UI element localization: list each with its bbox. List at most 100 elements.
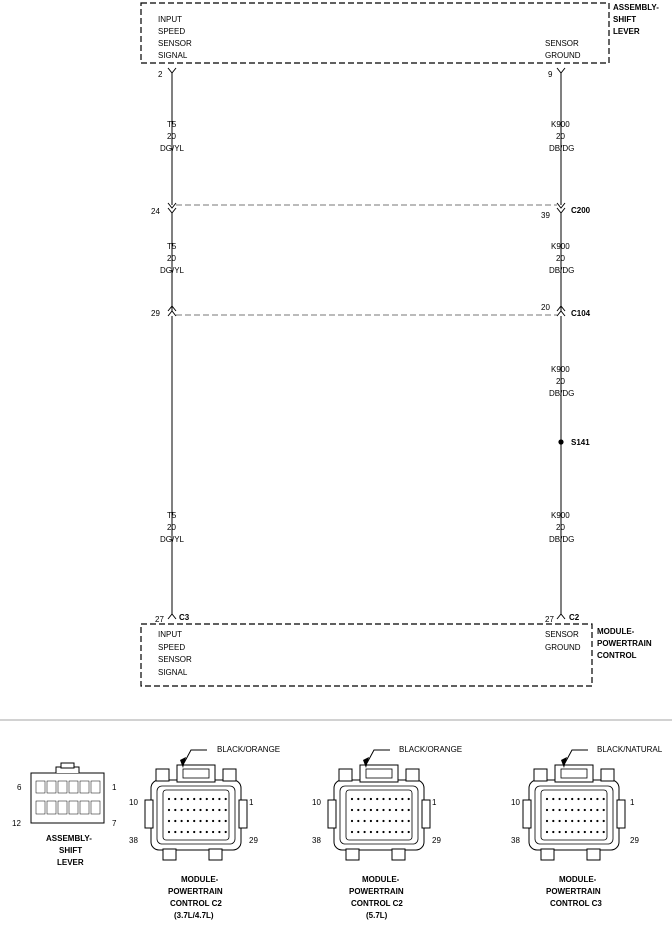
pin-cavity — [193, 797, 196, 801]
pin-cavity — [180, 819, 183, 823]
pin-cavity — [407, 808, 410, 812]
svg-text:K900: K900 — [551, 365, 570, 374]
svg-text:SENSOR: SENSOR — [545, 39, 579, 48]
svg-text:DB/DG: DB/DG — [549, 389, 574, 398]
svg-text:K900: K900 — [551, 120, 570, 129]
svg-text:GROUND: GROUND — [545, 51, 581, 60]
pin-cavity — [571, 830, 574, 834]
pin-cavity — [401, 819, 404, 823]
pin-cavity — [193, 819, 196, 823]
pin-cavity — [193, 830, 196, 834]
pin-cavity — [180, 797, 183, 801]
pin-cavity — [369, 808, 372, 812]
pcm-c2-57-caption: MODULE- POWERTRAIN CONTROL C2 (5.7L) — [349, 875, 404, 920]
pin-cavity — [395, 797, 398, 801]
pin-cavity — [583, 797, 586, 801]
pin-cavity — [218, 819, 221, 823]
pin-cavity — [571, 797, 574, 801]
pcm-c2-57-pin-38: 38 — [312, 836, 321, 845]
pin-cavity — [180, 808, 183, 812]
pin-cavity — [167, 797, 171, 801]
pin-cavity — [596, 797, 599, 801]
pcm-c3-connector-view: BLACK/NATURAL 10 1 38 29 MODULE- POWERTR… — [511, 745, 663, 908]
pcm-c2-37-pin-29: 29 — [249, 836, 258, 845]
shift-lever-pin-2: 2 — [158, 70, 163, 79]
pin-cavity — [186, 808, 189, 812]
pin-cavity — [590, 797, 593, 801]
pin-cavity — [212, 797, 215, 801]
pin-cavity — [577, 797, 580, 801]
pin-cavity — [199, 808, 202, 812]
pin-cavity — [571, 808, 574, 812]
shift-lever-view-pin-6: 6 — [17, 783, 22, 792]
pin-cavity — [388, 819, 391, 823]
c104-connector-name: C104 — [571, 309, 591, 318]
pin-cavity — [407, 830, 410, 834]
pin-cavity — [186, 819, 189, 823]
svg-text:SENSOR: SENSOR — [545, 630, 579, 639]
svg-text:(3.7L/4.7L): (3.7L/4.7L) — [174, 911, 214, 920]
pin-cavity — [583, 808, 586, 812]
pcm-c3-pointer-arrowhead — [561, 757, 567, 768]
pin-cavity — [174, 808, 177, 812]
pcm-c3-pin-cavities — [545, 797, 605, 834]
pcm-connector-c2: C2 — [569, 613, 580, 622]
pin-cavity — [382, 830, 385, 834]
pcm-left-terminal — [167, 613, 177, 620]
pin-cavity — [388, 808, 391, 812]
pin-cavity — [564, 830, 568, 834]
pin-cavity — [212, 819, 215, 823]
svg-text:CONTROL: CONTROL — [597, 651, 637, 660]
svg-text:CONTROL C3: CONTROL C3 — [550, 899, 602, 908]
pin-cavity — [193, 808, 196, 812]
pcm-ground-label: SENSOR GROUND — [545, 630, 581, 652]
pin-cavity — [369, 819, 372, 823]
pin-cavity — [577, 808, 580, 812]
pin-cavity — [596, 808, 599, 812]
pin-cavity — [180, 830, 183, 834]
pin-cavity — [186, 830, 189, 834]
shift-lever-view-caption: ASSEMBLY- SHIFT LEVER — [46, 834, 92, 867]
pin-cavity — [552, 808, 555, 812]
pin-cavity — [205, 808, 208, 812]
pin-cavity — [199, 819, 202, 823]
pcm-connector-c3: C3 — [179, 613, 190, 622]
svg-text:POWERTRAIN: POWERTRAIN — [546, 887, 601, 896]
right-wire-label-3: K900 20 DB/DG — [549, 365, 574, 398]
svg-text:20: 20 — [556, 132, 565, 141]
pin-cavity — [363, 830, 366, 834]
svg-text:SENSOR: SENSOR — [158, 39, 192, 48]
svg-text:DB/DG: DB/DG — [549, 535, 574, 544]
svg-text:DG/YL: DG/YL — [160, 144, 185, 153]
pin-cavity — [596, 830, 599, 834]
s141-splice-dot — [558, 439, 564, 445]
pcm-c2-37-pin-38: 38 — [129, 836, 138, 845]
pin-cavity — [205, 830, 208, 834]
pin-cavity — [590, 808, 593, 812]
pin-cavity — [564, 797, 568, 801]
shift-lever-view-pin-1: 1 — [112, 783, 117, 792]
pcm-pin-27-c3: 27 — [155, 615, 164, 624]
pin-cavity — [583, 819, 586, 823]
svg-text:20: 20 — [167, 523, 176, 532]
shift-lever-view-pin-7: 7 — [112, 819, 117, 828]
svg-text:GROUND: GROUND — [545, 643, 581, 652]
pin-cavity — [218, 808, 221, 812]
svg-text:POWERTRAIN: POWERTRAIN — [168, 887, 223, 896]
pin-cavity — [602, 797, 605, 801]
pcm-pin-27-c2: 27 — [545, 615, 554, 624]
pin-cavity — [350, 797, 354, 801]
svg-text:DG/YL: DG/YL — [160, 266, 185, 275]
pin-cavity — [218, 797, 221, 801]
pin-cavity — [388, 830, 391, 834]
pin-cavity — [395, 808, 398, 812]
shift-lever-pin-cavities — [35, 780, 101, 815]
pin-cavity — [571, 819, 574, 823]
pcm-c2-37-connector-view: BLACK/ORANGE 10 1 38 29 MODULE- POWERTRA… — [129, 745, 280, 920]
pcm-component-name: MODULE- POWERTRAIN CONTROL — [597, 627, 652, 660]
pin-cavity — [401, 808, 404, 812]
svg-text:SIGNAL: SIGNAL — [158, 668, 188, 677]
c200-pin-39: 39 — [541, 211, 550, 220]
svg-text:20: 20 — [556, 377, 565, 386]
right-wire-label-1: K900 20 DB/DG — [549, 120, 574, 153]
